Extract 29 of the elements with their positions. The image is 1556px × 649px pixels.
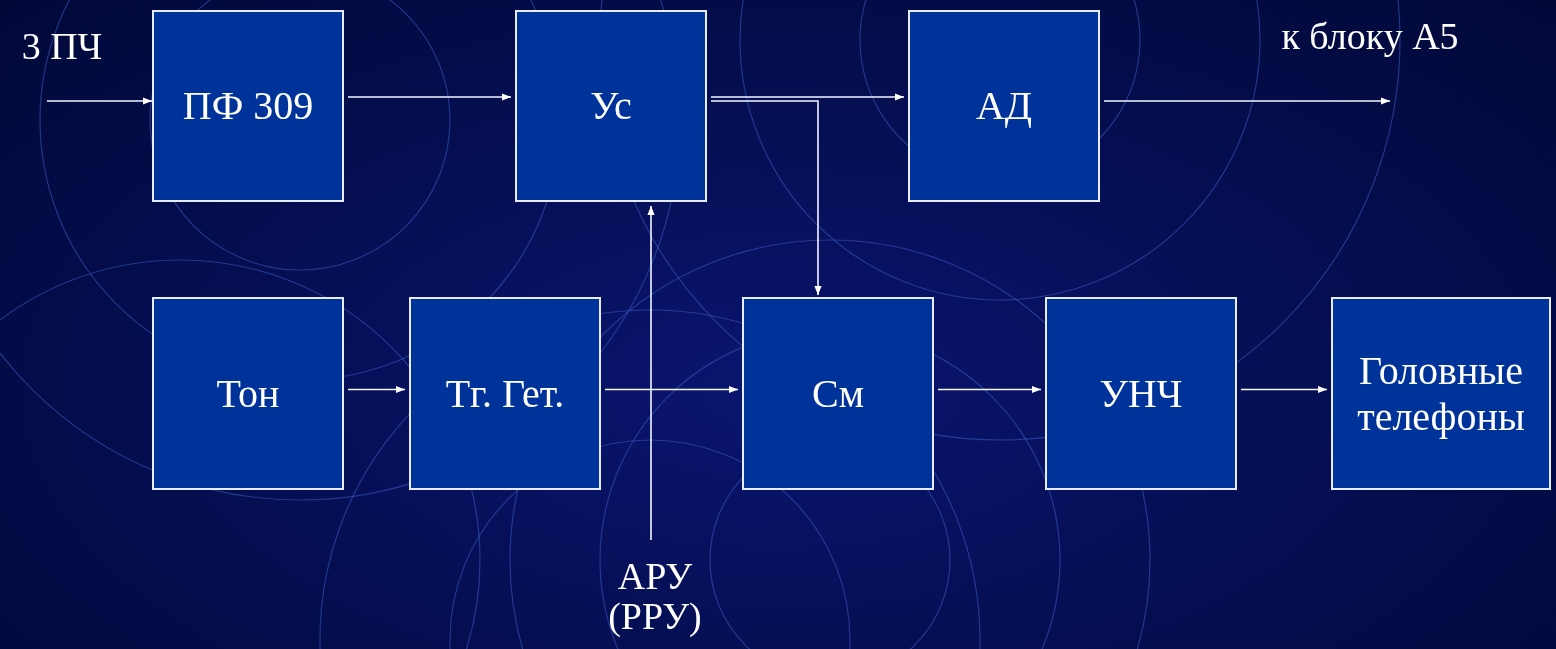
signal-label: 3 ПЧ <box>21 26 103 66</box>
block-label: Головные телефоны <box>1356 347 1526 440</box>
block-box <box>152 297 344 490</box>
signal-label: к блоку А5 <box>1281 16 1459 56</box>
block-label: См <box>812 370 864 417</box>
block-box <box>1045 297 1237 490</box>
arrow <box>937 385 1042 394</box>
block-label: Тон <box>216 370 280 417</box>
arrow <box>347 93 512 101</box>
block-label: АД <box>975 83 1033 129</box>
arrow <box>1103 97 1391 105</box>
block-label: УНЧ <box>1099 370 1183 417</box>
block-box <box>515 10 707 202</box>
block-box <box>908 10 1100 202</box>
block-label: Ус <box>590 83 632 129</box>
arrow <box>1240 385 1328 394</box>
block-label: ПФ 309 <box>182 83 314 129</box>
arrow <box>647 205 655 541</box>
arrow <box>710 100 822 296</box>
block-box <box>742 297 934 490</box>
arrow <box>46 97 153 105</box>
arrow <box>710 93 905 101</box>
signal-label: АРУ (РРУ) <box>607 556 703 636</box>
block-box <box>409 297 601 490</box>
block-label: Тг. Гет. <box>445 370 565 417</box>
block-box <box>152 10 344 202</box>
arrow <box>347 385 406 394</box>
arrow <box>604 385 739 394</box>
block-box <box>1331 297 1551 490</box>
